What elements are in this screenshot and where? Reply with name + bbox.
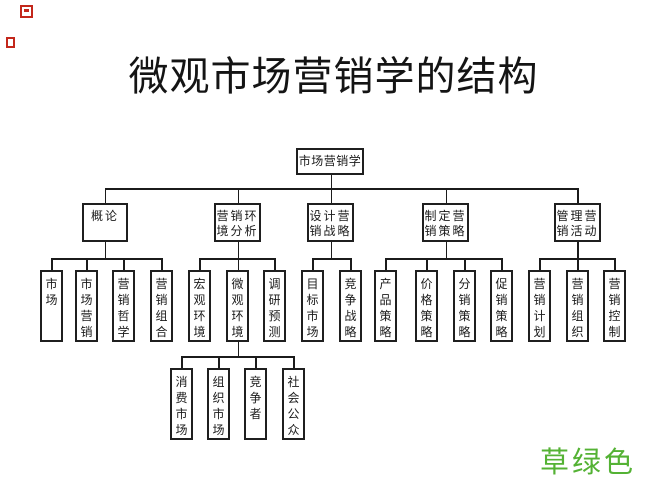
connector-line [312,258,352,260]
connector-line [577,242,579,258]
node-env-analysis: 营销环境分析 [214,203,261,242]
node-macro-env: 宏观环境 [188,270,211,342]
node-competitors: 竞争者 [244,368,267,440]
red-artifact-icon [20,5,33,18]
connector-line [218,356,220,368]
connector-line [385,258,503,260]
connector-line [255,356,257,368]
connector-line [237,258,239,270]
connector-line [104,188,579,190]
connector-line [330,174,332,188]
node-market: 市场 [40,270,63,342]
connector-line [51,258,163,260]
connector-line [330,242,332,258]
node-price-tactic: 价格策略 [415,270,438,342]
connector-line [104,188,106,203]
node-organization-market: 组织市场 [207,368,230,440]
node-manage-activities: 管理营销活动 [554,203,601,242]
connector-line [51,258,53,270]
node-marketing-concept: 市场营销 [75,270,98,342]
connector-line [445,188,447,203]
connector-line [161,258,163,270]
connector-line [577,188,579,203]
connector-line [199,258,276,260]
node-competitive-strategy: 竞争战略 [339,270,362,342]
node-marketing-organization: 营销组织 [566,270,589,342]
node-design-strategy: 设计营销战略 [307,203,354,242]
watermark-text: 草绿色 [540,447,637,479]
connector-line [104,242,106,258]
node-overview: 概论 [82,203,128,242]
slide-title: 微观市场营销学的结构 [128,54,539,99]
node-place-tactic: 分销策略 [453,270,476,342]
connector-line [274,258,276,270]
connector-line [501,258,503,270]
connector-line [614,258,616,270]
connector-line [312,258,314,270]
connector-line [577,258,579,270]
connector-line [123,258,125,270]
node-marketing-plan: 营销计划 [528,270,551,342]
node-make-tactics: 制定营销策略 [422,203,469,242]
connector-line [199,258,201,270]
connector-line [237,342,239,356]
node-product-tactic: 产品策略 [374,270,397,342]
connector-line [237,188,239,203]
node-marketing-root: 市场营销学 [296,148,364,175]
connector-line [464,258,466,270]
node-promotion-tactic: 促销策略 [490,270,513,342]
connector-line [86,258,88,270]
connector-line [181,356,295,358]
node-target-market: 目标市场 [301,270,324,342]
red-artifact-icon [6,37,15,48]
connector-line [445,242,447,258]
connector-line [330,188,332,203]
node-consumer-market: 消费市场 [170,368,193,440]
connector-line [293,356,295,368]
connector-line [181,356,183,368]
node-research-forecast: 调研预测 [263,270,286,342]
node-marketing-philosophy: 营销哲学 [112,270,135,342]
connector-line [539,258,541,270]
connector-line [350,258,352,270]
node-micro-env: 微观环境 [226,270,249,342]
connector-line [385,258,387,270]
node-marketing-control: 营销控制 [603,270,626,342]
node-social-public: 社会公众 [282,368,305,440]
connector-line [237,242,239,258]
connector-line [426,258,428,270]
node-marketing-mix: 营销组合 [150,270,173,342]
